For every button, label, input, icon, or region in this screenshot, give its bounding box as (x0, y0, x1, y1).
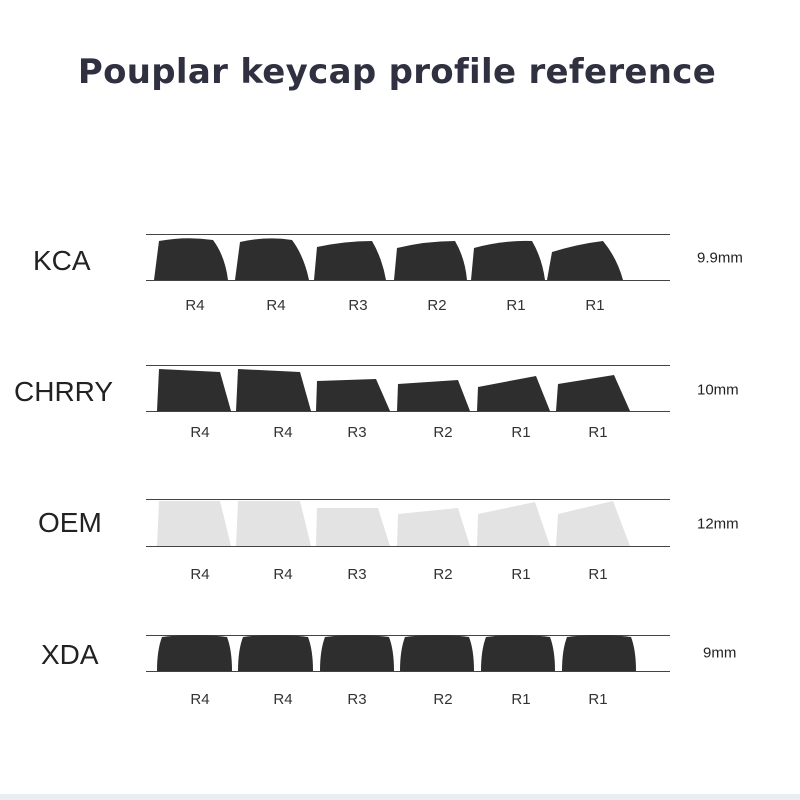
profile-height: 10mm (697, 381, 739, 399)
row-label: R3 (347, 566, 367, 583)
base-guide-line (146, 411, 670, 412)
keycap-kca-r4a (154, 238, 228, 280)
keycap-xda-r3 (320, 635, 394, 671)
base-guide-line (146, 671, 670, 672)
row-label: R1 (511, 424, 531, 441)
profile-name: CHRRY (14, 376, 114, 407)
keycap-kca-r1a (471, 240, 545, 280)
row-label: R4 (185, 297, 205, 314)
row-label: R2 (433, 691, 453, 708)
profile-name: OEM (38, 507, 102, 538)
row-label: R1 (511, 566, 531, 583)
row-label: R2 (427, 297, 447, 314)
keycap-oem-r1b (556, 501, 630, 546)
row-label: R1 (511, 691, 531, 708)
keycap-kca-r1b (547, 241, 623, 280)
keycap-oem-r1a (477, 502, 550, 546)
profile-name: XDA (41, 639, 99, 670)
row-label: R1 (506, 297, 526, 314)
page-title: Pouplar keycap profile reference (77, 52, 717, 92)
keycap-xda-r4b (238, 635, 313, 671)
profile-name: KCA (33, 245, 91, 276)
keycap-oem-r3 (316, 508, 390, 546)
profile-height: 9.9mm (697, 249, 743, 267)
keycap-cherry-r2 (397, 380, 470, 411)
row-label: R3 (348, 297, 368, 314)
profile-height: 9mm (703, 644, 737, 662)
row-label: R4 (273, 566, 293, 583)
keycap-oem-r2 (397, 508, 470, 546)
row-label: R1 (588, 691, 608, 708)
keycap-oem-r4b (236, 501, 311, 546)
keycap-xda-r2 (400, 635, 474, 671)
keycap-kca-r2 (394, 241, 467, 280)
keycap-cherry-r4b (236, 369, 311, 411)
base-guide-line (146, 546, 670, 547)
row-label: R4 (190, 691, 210, 708)
row-label: R3 (347, 424, 367, 441)
keycap-oem-r4a (157, 501, 231, 546)
top-guide-line (146, 365, 670, 366)
top-guide-line (146, 234, 670, 235)
row-label: R4 (273, 424, 293, 441)
row-label: R1 (588, 566, 608, 583)
keycap-kca-r3 (314, 241, 386, 280)
keycap-xda-r1b (562, 635, 636, 671)
row-label: R2 (433, 566, 453, 583)
row-label: R1 (585, 297, 605, 314)
keycap-xda-r4a (157, 635, 232, 671)
top-guide-line (146, 635, 670, 636)
keycap-cherry-r3 (316, 379, 390, 411)
footer-band (0, 794, 800, 800)
row-label: R2 (433, 424, 453, 441)
keycap-cherry-r1b (556, 375, 630, 411)
row-label: R4 (190, 566, 210, 583)
row-label: R3 (347, 691, 367, 708)
keycap-cherry-r1a (477, 376, 550, 411)
top-guide-line (146, 499, 670, 500)
keycap-kca-r4b (235, 238, 309, 280)
row-label: R4 (273, 691, 293, 708)
base-guide-line (146, 280, 670, 281)
keycap-xda-r1a (481, 635, 555, 671)
row-label: R4 (266, 297, 286, 314)
keycap-cherry-r4a (157, 369, 231, 411)
row-label: R4 (190, 424, 210, 441)
row-label: R1 (588, 424, 608, 441)
profile-height: 12mm (697, 515, 739, 533)
